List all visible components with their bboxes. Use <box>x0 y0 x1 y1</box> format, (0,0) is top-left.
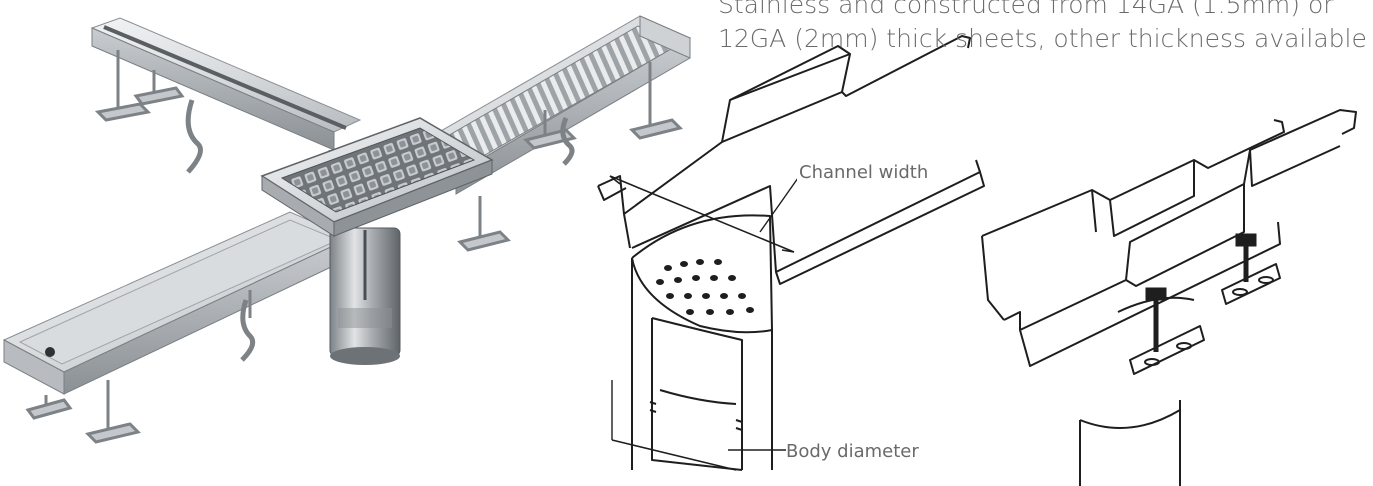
adjustable-legs <box>25 50 683 444</box>
grated-channel-right <box>406 15 692 195</box>
sump-body <box>329 227 401 365</box>
slot-channel-rear <box>90 17 362 151</box>
channel-width-label: Channel width <box>797 162 931 183</box>
grated-sump-top <box>260 117 494 237</box>
caption-line-2: 12GA (2mm) thick sheets, other thickness… <box>718 24 1367 53</box>
caption-line-1: Stainless and constructed from 14GA (1.5… <box>718 0 1334 19</box>
body-diameter-label: Body diameter <box>786 441 919 462</box>
cover-channel-front <box>2 211 352 395</box>
product-caption: Stainless and constructed from 14GA (1.5… <box>718 0 1368 56</box>
